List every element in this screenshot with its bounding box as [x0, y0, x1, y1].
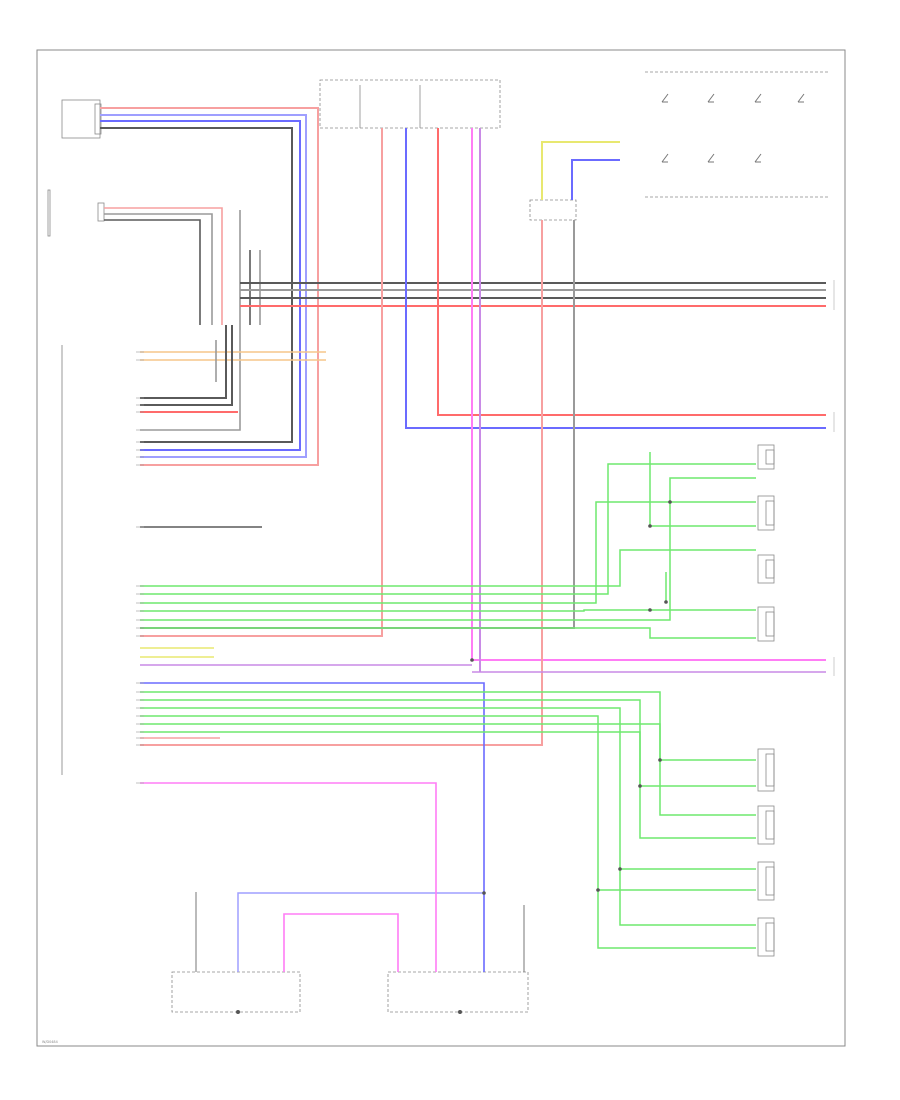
fuse-output-wires	[140, 128, 826, 672]
switch-symbol-7	[754, 153, 762, 163]
switch-symbol-5	[661, 153, 669, 163]
switch-symbol-1	[661, 93, 669, 103]
switch-legend-box	[645, 71, 830, 198]
bus-wires-right	[240, 282, 826, 307]
speaker-front-right-tweeter	[757, 554, 775, 584]
splice-points	[470, 500, 672, 895]
wire-group-steering	[104, 207, 261, 431]
speaker-front-left	[757, 495, 775, 531]
speaker-rear-right-tweeter	[757, 861, 775, 901]
antenna-blue-wire	[140, 682, 485, 972]
rear-speaker-links	[597, 869, 756, 949]
lower-signal-wires	[140, 737, 437, 972]
diagram-border	[36, 49, 846, 1047]
speaker-rear-left	[757, 805, 775, 845]
front-speaker-wires	[140, 463, 756, 639]
clock-spring-component	[529, 199, 577, 221]
switch-symbol-2	[707, 93, 715, 103]
antenna-blue-wire-2	[237, 892, 484, 972]
audio-switch-component	[61, 99, 102, 139]
switch-symbol-6	[707, 153, 715, 163]
speaker-front-left-tweeter	[757, 444, 775, 470]
speaker-front-right	[757, 606, 775, 642]
speaker-rear-left-tweeter	[757, 748, 775, 792]
rear-speaker-wires	[140, 691, 756, 891]
antenna-amplifier-1	[171, 971, 301, 1014]
switch-symbol-3	[754, 93, 762, 103]
wire-group-top-left	[100, 107, 319, 466]
power-wires	[140, 325, 238, 413]
speaker-rear-right	[757, 917, 775, 957]
fuse-block	[319, 79, 501, 129]
switch-symbol-4	[797, 93, 805, 103]
footer-code: W/D0484	[42, 1040, 58, 1044]
audio-unit-pins	[136, 351, 144, 784]
steering-switch-component	[47, 189, 105, 237]
signal-wires-mid	[140, 647, 826, 673]
front-speaker-links	[649, 452, 756, 602]
antenna-amplifier-2	[387, 971, 529, 1014]
